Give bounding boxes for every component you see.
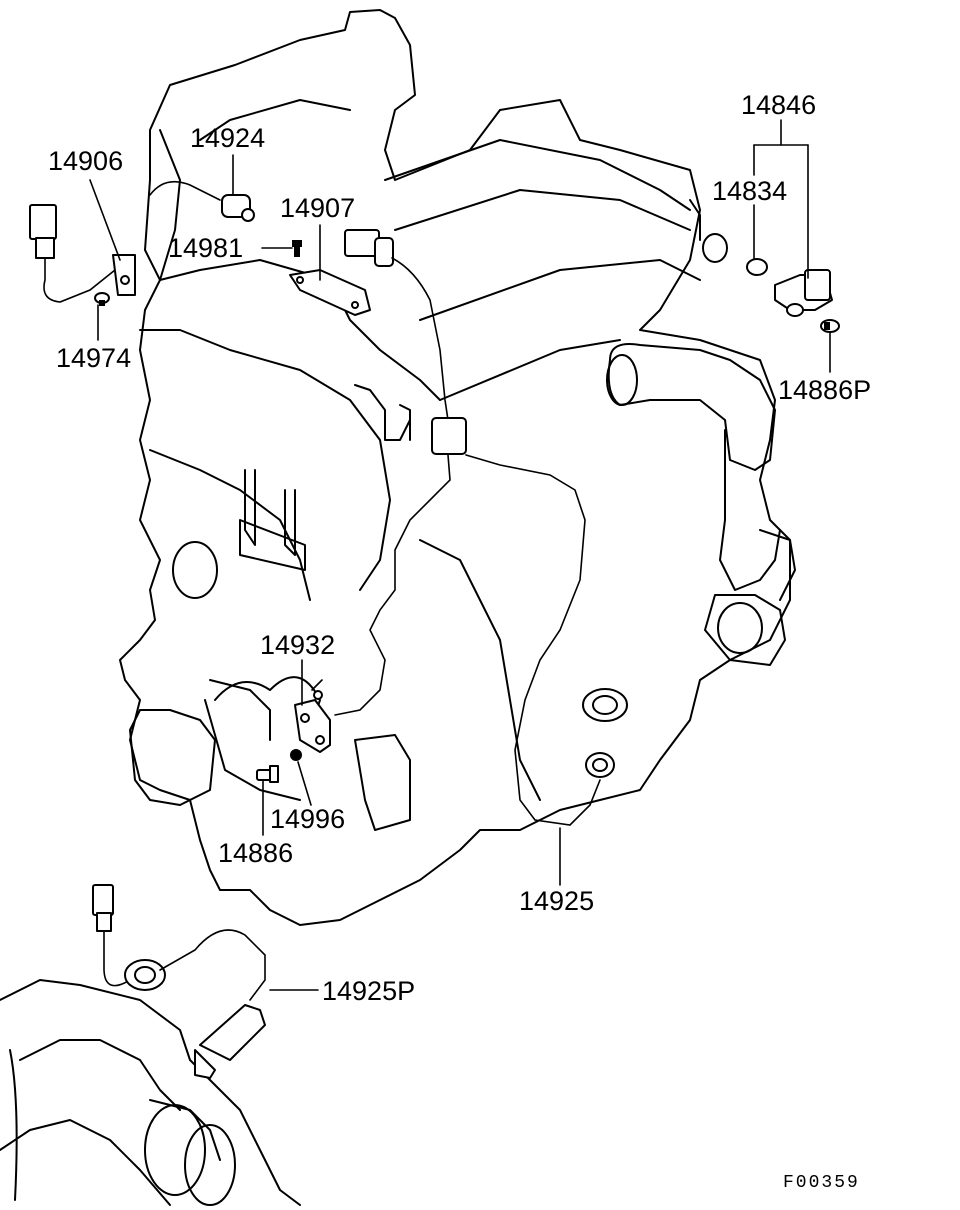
label-14996: 14996: [270, 804, 346, 834]
label-14924: 14924: [190, 123, 266, 153]
sensor-14846: [774, 269, 833, 317]
bracket-14907: [289, 269, 371, 316]
sensor-14925P: [92, 884, 266, 1079]
nut-14996: [290, 749, 302, 761]
label-14834: 14834: [712, 176, 788, 206]
label-14932: 14932: [260, 630, 336, 660]
sensor-14906: [29, 204, 136, 303]
exhaust-manifold: [0, 979, 301, 1206]
label-14981: 14981: [168, 233, 244, 263]
oring-14834: [746, 258, 768, 276]
label-14974: 14974: [56, 343, 132, 373]
bolt-14981: [292, 240, 302, 257]
label-14925P: 14925P: [322, 976, 416, 1006]
bolt-14974: [94, 292, 110, 306]
leader-lines: [89, 119, 831, 991]
bolt-14886: [256, 765, 279, 783]
harness-center: [334, 229, 615, 826]
label-14886: 14886: [218, 838, 294, 868]
label-14886P: 14886P: [778, 375, 872, 405]
label-14906: 14906: [48, 146, 124, 176]
bolt-14886P: [820, 319, 840, 333]
label-14925: 14925: [519, 886, 595, 916]
engine-block: [119, 9, 796, 926]
label-14846: 14846: [741, 90, 817, 120]
sensor-14924: [149, 180, 255, 222]
figure-code: F00359: [783, 1173, 860, 1193]
sensor-14932: [294, 679, 331, 753]
label-14907: 14907: [280, 193, 356, 223]
